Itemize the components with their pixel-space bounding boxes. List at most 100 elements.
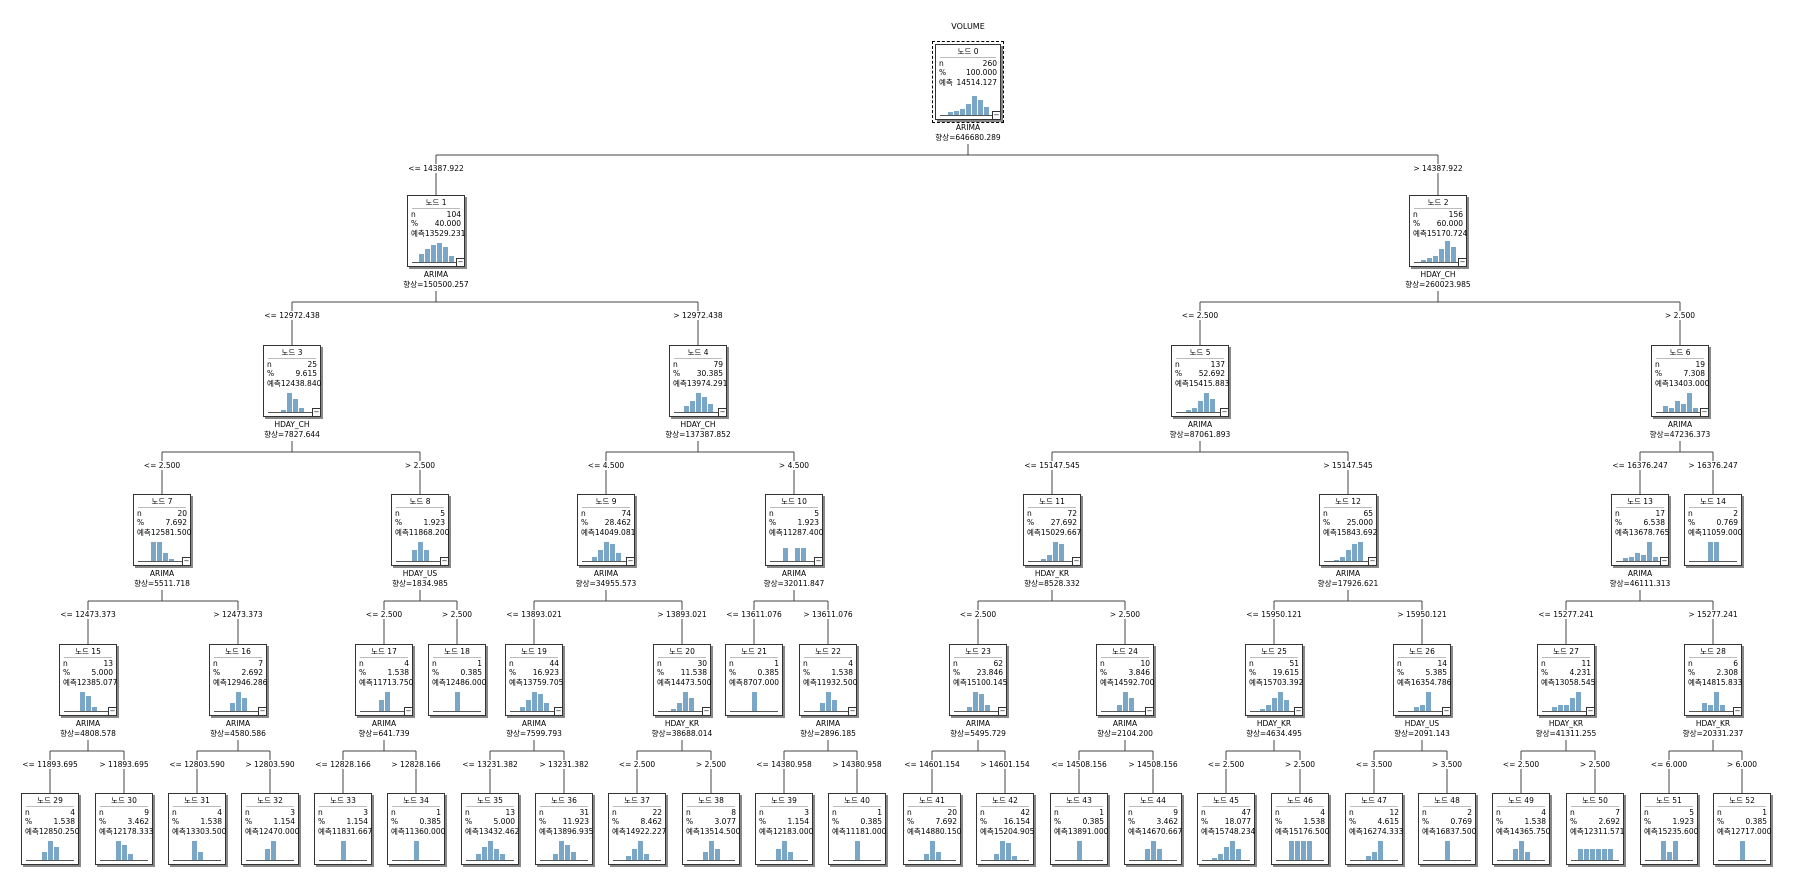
collapse-toggle-icon[interactable]: − xyxy=(108,707,117,716)
collapse-toggle-icon[interactable]: − xyxy=(1145,707,1154,716)
collapse-toggle-icon[interactable]: − xyxy=(456,258,465,267)
split-condition: <= 3.500 xyxy=(1353,760,1395,769)
collapse-toggle-icon[interactable]: − xyxy=(1442,707,1451,716)
collapse-toggle-icon[interactable]: − xyxy=(440,557,449,566)
histogram-bar xyxy=(157,542,162,561)
collapse-toggle-icon[interactable]: − xyxy=(848,707,857,716)
collapse-toggle-icon[interactable]: − xyxy=(998,707,1007,716)
histogram-bar xyxy=(696,393,701,412)
collapse-toggle-icon[interactable]: − xyxy=(1458,258,1467,267)
collapse-toggle-icon[interactable]: − xyxy=(404,707,413,716)
node-stat-pct: %27.692 xyxy=(1024,518,1080,528)
collapse-toggle-icon[interactable]: − xyxy=(1660,557,1669,566)
node-stat-pct: %1.538 xyxy=(800,668,856,678)
stat-label: % xyxy=(1100,668,1108,677)
collapse-toggle-icon[interactable]: − xyxy=(814,557,823,566)
collapse-toggle-icon[interactable]: − xyxy=(182,557,191,566)
collapse-toggle-icon[interactable]: − xyxy=(1072,557,1081,566)
stat-label: n xyxy=(657,658,662,668)
stat-label: % xyxy=(99,817,107,826)
collapse-toggle-icon[interactable]: − xyxy=(1368,557,1377,566)
histogram-bar xyxy=(1077,841,1082,860)
collapse-toggle-icon[interactable]: − xyxy=(1220,408,1229,417)
collapse-toggle-icon[interactable]: − xyxy=(312,408,321,417)
histogram-bar xyxy=(1272,698,1277,711)
stat-value: 6 xyxy=(1733,658,1738,668)
histogram-bar xyxy=(1059,544,1064,561)
collapse-toggle-icon[interactable]: − xyxy=(1700,408,1709,417)
collapse-toggle-icon[interactable]: − xyxy=(702,707,711,716)
collapse-toggle-icon[interactable]: − xyxy=(1733,707,1742,716)
collapse-toggle-icon[interactable]: − xyxy=(1586,707,1595,716)
collapse-toggle-icon[interactable]: − xyxy=(626,557,635,566)
collapse-toggle-icon[interactable]: − xyxy=(718,408,727,417)
collapse-toggle-icon[interactable]: − xyxy=(554,707,563,716)
histogram-bar xyxy=(1372,852,1377,860)
stat-value: 14514.127 xyxy=(956,77,997,87)
split-improvement: 향상=1834.985 xyxy=(392,578,448,588)
split-condition: <= 15147.545 xyxy=(1022,461,1082,470)
split-improvement: 향상=7827.644 xyxy=(264,429,320,439)
node-histogram xyxy=(1276,838,1324,861)
collapse-toggle-icon[interactable]: − xyxy=(992,111,1001,120)
stat-label: 예측 xyxy=(1717,826,1731,836)
collapse-toggle-icon[interactable]: − xyxy=(258,707,267,716)
collapse-toggle-icon[interactable]: − xyxy=(1294,707,1303,716)
split-condition: <= 2.500 xyxy=(616,760,658,769)
